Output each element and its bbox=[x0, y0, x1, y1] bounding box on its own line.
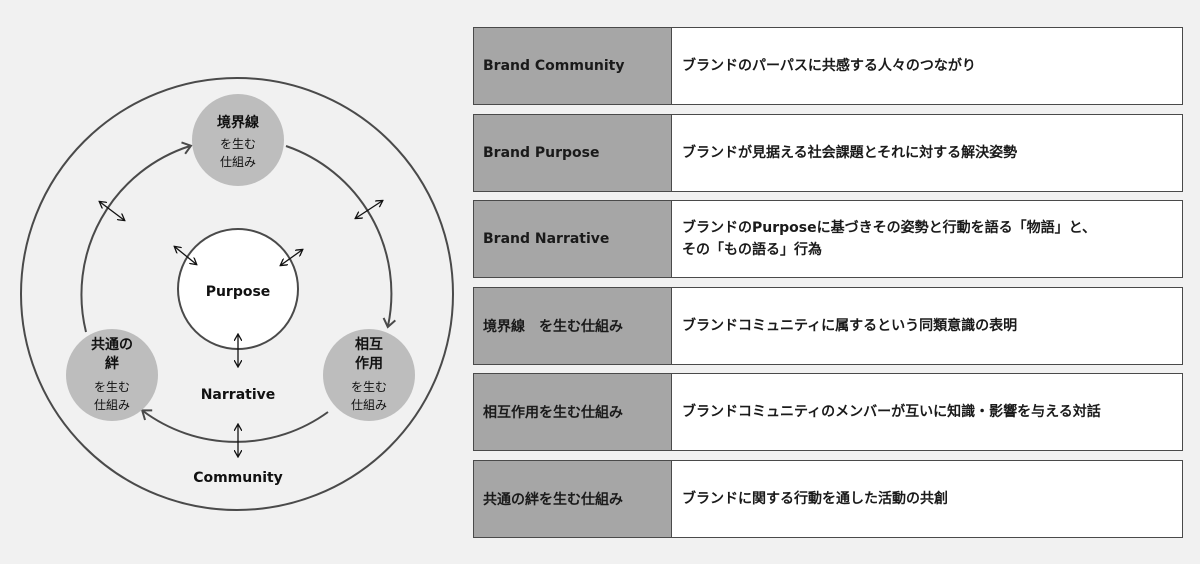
node-bond-sub-1: を生む bbox=[94, 380, 130, 394]
node-interaction: 相互 作用 を生む 仕組み bbox=[323, 329, 415, 421]
double-arrow-outer-left bbox=[100, 202, 124, 220]
node-interaction-sub-1: を生む bbox=[351, 380, 387, 394]
node-boundary: 境界線 を生む 仕組み bbox=[192, 94, 284, 186]
node-bond-title-1: 共通の bbox=[91, 336, 133, 353]
description-line: ブランドコミュニティに属するという同類意識の表明 bbox=[682, 317, 1018, 334]
description-cell: ブランドに関する行動を通した活動の共創 bbox=[672, 461, 1182, 537]
description-line: その「もの語る」行為 bbox=[682, 242, 822, 259]
term-cell: Brand Community bbox=[474, 28, 672, 104]
description-cell: ブランドコミュニティのメンバーが互いに知識・影響を与える対話 bbox=[672, 374, 1182, 450]
table-row: Brand Narrative ブランドのPurposeに基づきその姿勢と行動を… bbox=[473, 200, 1183, 279]
node-bond-sub-2: 仕組み bbox=[94, 398, 130, 412]
description-line: ブランドに関する行動を通した活動の共創 bbox=[682, 490, 948, 507]
description-line: ブランドコミュニティのメンバーが互いに知識・影響を与える対話 bbox=[682, 404, 1101, 421]
cycle-arc-boundary-to-interaction bbox=[285, 145, 396, 329]
term-cell: Brand Narrative bbox=[474, 201, 672, 278]
node-interaction-sub-2: 仕組み bbox=[351, 398, 387, 412]
table-row: Brand Community ブランドのパーパスに共感する人々のつながり bbox=[473, 27, 1183, 105]
table-row: 境界線 を生む仕組み ブランドコミュニティに属するという同類意識の表明 bbox=[473, 286, 1183, 365]
table-row: 共通の絆を生む仕組み ブランドに関する行動を通した活動の共創 bbox=[473, 459, 1183, 538]
purpose-label: Purpose bbox=[206, 284, 271, 300]
community-label: Community bbox=[193, 470, 283, 486]
description-cell: ブランドのパーパスに共感する人々のつながり bbox=[672, 28, 1182, 104]
description-line: ブランドのPurposeに基づきその姿勢と行動を語る「物語」と、 bbox=[682, 220, 1097, 237]
term-cell: Brand Purpose bbox=[474, 114, 672, 191]
definitions-table: Brand Community ブランドのパーパスに共感する人々のつながり Br… bbox=[473, 27, 1183, 547]
node-bond-title-2: 絆 bbox=[105, 355, 119, 372]
cycle-arc-bond-to-boundary bbox=[80, 141, 193, 333]
node-interaction-title-2: 作用 bbox=[355, 355, 383, 372]
cycle-arc-interaction-to-bond bbox=[140, 409, 329, 443]
outer-ring bbox=[20, 77, 454, 511]
term-cell: 境界線 を生む仕組み bbox=[474, 287, 672, 364]
node-boundary-sub-2: 仕組み bbox=[220, 155, 256, 169]
description-line: ブランドが見据える社会課題とそれに対する解決姿勢 bbox=[682, 144, 1018, 161]
term-cell: 共通の絆を生む仕組み bbox=[474, 460, 672, 537]
node-bond: 共通の 絆 を生む 仕組み bbox=[66, 329, 158, 421]
node-interaction-title-1: 相互 bbox=[355, 336, 383, 353]
double-arrow-inner-left bbox=[175, 247, 196, 264]
description-line: ブランドのパーパスに共感する人々のつながり bbox=[682, 58, 976, 74]
node-boundary-title: 境界線 bbox=[217, 114, 259, 131]
double-arrow-outer-right bbox=[356, 201, 382, 218]
term-cell: 相互作用を生む仕組み bbox=[474, 374, 672, 451]
table-row: Brand Purpose ブランドが見据える社会課題とそれに対する解決姿勢 bbox=[473, 113, 1183, 192]
brand-community-diagram: Purpose Narrative Community 境界線 を生む 仕組み … bbox=[20, 77, 454, 511]
description-cell: ブランドのPurposeに基づきその姿勢と行動を語る「物語」と、 その「もの語る… bbox=[672, 201, 1182, 277]
description-cell: ブランドコミュニティに属するという同類意識の表明 bbox=[672, 288, 1182, 364]
table-row: 相互作用を生む仕組み ブランドコミュニティのメンバーが互いに知識・影響を与える対… bbox=[473, 373, 1183, 452]
node-boundary-sub-1: を生む bbox=[220, 137, 256, 151]
narrative-label: Narrative bbox=[201, 387, 276, 403]
description-cell: ブランドが見据える社会課題とそれに対する解決姿勢 bbox=[672, 115, 1182, 191]
double-arrow-inner-right bbox=[281, 250, 302, 265]
